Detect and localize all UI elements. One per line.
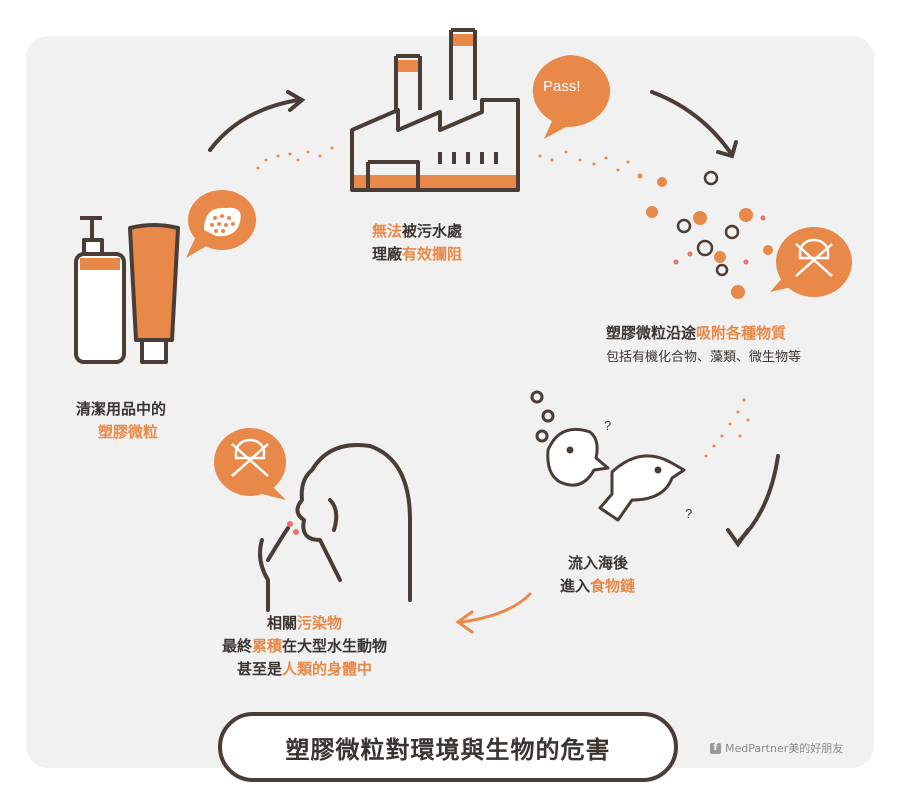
- facebook-icon: f: [710, 742, 721, 754]
- title-banner: 塑膠微粒對環境與生物的危害: [218, 712, 678, 782]
- skull-bubble-icon: [770, 227, 852, 297]
- credit-text: MedPartner美的好朋友: [725, 742, 844, 755]
- svg-text:?: ?: [685, 506, 692, 521]
- pass-label: Pass!: [543, 78, 581, 95]
- breath-dots: [287, 521, 299, 535]
- label-sea: 流入海後 進入食物鏈: [560, 554, 636, 595]
- fish-icon: [530, 390, 686, 522]
- particles: [646, 170, 773, 299]
- credit: f MedPartner美的好朋友: [710, 740, 843, 756]
- pass-bubble: [532, 55, 611, 139]
- person-icon: [258, 443, 412, 612]
- cleanser-bottles-icon: [74, 216, 180, 364]
- label-pollutants: 相關污染物 最終累積在大型水生動物 甚至是人類的身體中: [222, 614, 388, 678]
- page-title: 塑膠微粒對環境與生物的危害: [285, 735, 611, 764]
- question-marks: ??: [604, 418, 692, 521]
- label-adsorb: 塑膠微粒沿途吸附各種物質 包括有機化合物、藻類、微生物等: [606, 324, 802, 365]
- skull-bubble-left-icon: [214, 428, 286, 500]
- scrub-bubble-icon: [186, 190, 256, 258]
- factory-icon: [350, 28, 520, 192]
- cycle-arrows: [208, 90, 780, 548]
- dot-trails: [256, 146, 750, 458]
- label-factory: 無法被污水處 理廠有效攔阻: [372, 222, 463, 263]
- label-products: 清潔用品中的 塑膠微粒: [76, 400, 167, 441]
- svg-text:?: ?: [604, 418, 611, 433]
- orange-arrow: [455, 592, 532, 634]
